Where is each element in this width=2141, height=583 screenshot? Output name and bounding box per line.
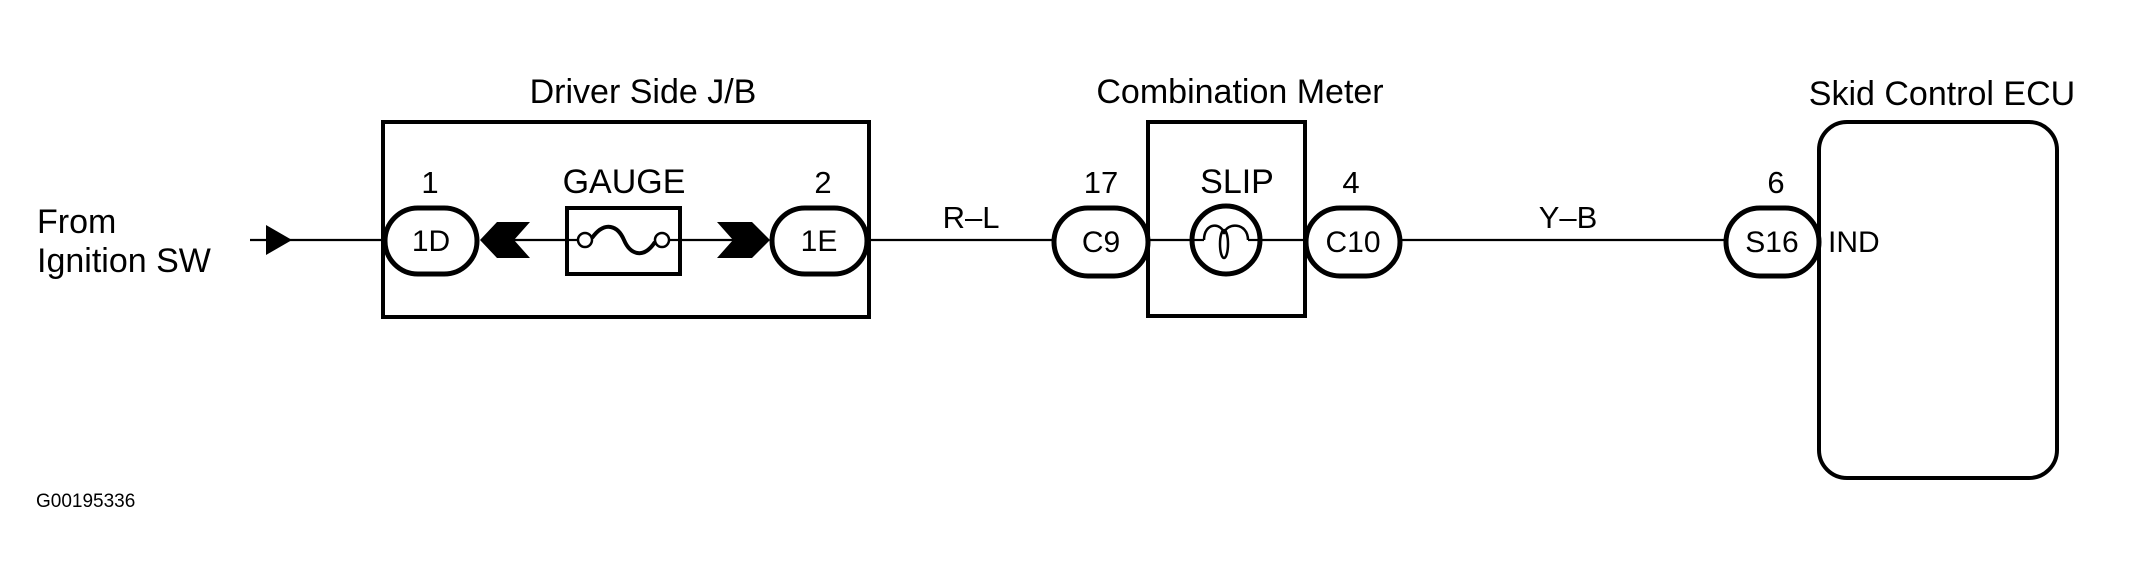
ecu-box [1817, 120, 2059, 480]
connector-chevron-icon [717, 222, 770, 258]
connector-c10-label: C10 [1325, 226, 1380, 259]
connector-c9-label: C9 [1082, 226, 1120, 259]
pin-number-2: 2 [814, 165, 831, 200]
connector-1e [769, 205, 870, 277]
connector-s16-label: S16 [1745, 226, 1798, 259]
pin-number-6: 6 [1767, 165, 1784, 200]
pin-number-4: 4 [1342, 165, 1359, 200]
junction-block-title: Driver Side J/B [530, 73, 757, 111]
combination-meter: Combination Meter 17 C9 SLIP 4 C10 [1051, 73, 1403, 318]
ecu-title: Skid Control ECU [1809, 75, 2075, 113]
connector-1d-label: 1D [412, 225, 450, 258]
pin-number-1: 1 [421, 165, 438, 200]
ignition-source: From Ignition SW [37, 203, 383, 280]
fuse-icon [565, 206, 682, 276]
connector-1d [382, 205, 480, 277]
source-label-line1: From [37, 203, 116, 241]
connector-c10 [1303, 205, 1403, 279]
fuse-label: GAUGE [563, 163, 686, 201]
wire-color-r-l: R–L [943, 200, 1000, 235]
connector-chevron-icon [480, 222, 530, 258]
terminal-ind-label: IND [1828, 226, 1880, 259]
wire-color-y-b: Y–B [1539, 200, 1598, 235]
connector-c9 [1051, 205, 1151, 279]
connector-s16 [1723, 205, 1822, 279]
combination-meter-box [1146, 120, 1307, 318]
figure-code: G00195336 [36, 491, 135, 512]
arrow-right-icon [266, 225, 292, 255]
connector-1e-label: 1E [801, 225, 838, 258]
driver-side-junction-block: Driver Side J/B 1 1D GAUGE 2 1E [381, 73, 871, 319]
pin-number-17: 17 [1084, 165, 1118, 200]
source-label-line2: Ignition SW [37, 242, 211, 280]
junction-block-box [381, 120, 871, 319]
combination-meter-title: Combination Meter [1096, 73, 1383, 111]
skid-control-ecu: Skid Control ECU 6 S16 IND [1723, 75, 2075, 480]
bulb-icon [1189, 203, 1263, 277]
lamp-label: SLIP [1200, 163, 1274, 201]
